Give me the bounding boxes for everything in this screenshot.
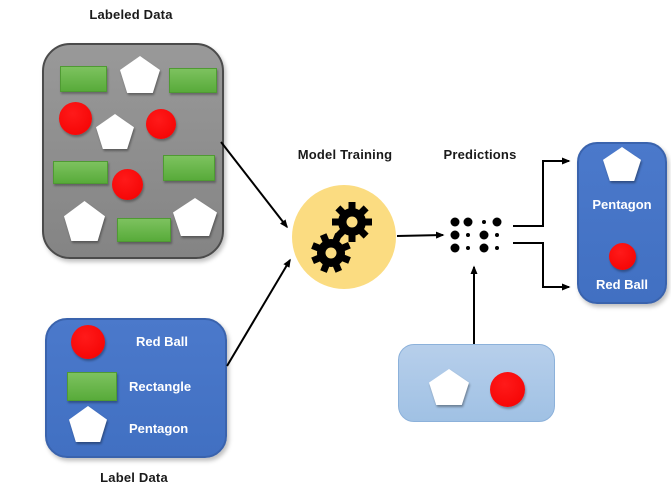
arrow-predictions-to-pentagon xyxy=(513,157,571,227)
pentagon-icon xyxy=(69,406,107,442)
prediction-input-box xyxy=(398,344,555,422)
green-rectangle-shape xyxy=(60,66,107,92)
red-ball-shape xyxy=(146,109,176,139)
green-rectangle-shape xyxy=(117,218,171,242)
pentagon-icon xyxy=(603,147,641,181)
green-rectangle-shape xyxy=(169,68,217,93)
red-ball-shape xyxy=(490,372,525,407)
legend-label-pentagon: Pentagon xyxy=(129,421,189,436)
predictions-title: Predictions xyxy=(443,147,517,162)
model-training-title: Model Training xyxy=(297,147,393,162)
pentagon-shape xyxy=(429,369,469,405)
red-ball-icon xyxy=(71,325,105,359)
green-rectangle-shape xyxy=(53,161,108,184)
labeled-data-box xyxy=(42,43,224,259)
output-label-pentagon: Pentagon xyxy=(592,197,652,212)
prediction-output-box: Pentagon Red Ball xyxy=(577,142,667,304)
green-rectangle-icon xyxy=(67,372,117,401)
red-ball-shape xyxy=(112,169,143,200)
pentagon-shape xyxy=(64,201,105,241)
green-rectangle-shape xyxy=(163,155,215,181)
label-data-caption: Label Data xyxy=(100,470,168,485)
red-ball-shape xyxy=(59,102,92,135)
prediction-dots-icon xyxy=(450,217,502,253)
model-training-circle xyxy=(292,185,396,289)
labeled-data-title: Labeled Data xyxy=(89,7,173,22)
red-ball-icon xyxy=(609,243,636,270)
arrow-training-to-predictions xyxy=(396,231,445,239)
legend-label-rectangle: Rectangle xyxy=(129,379,192,394)
pentagon-shape xyxy=(120,56,160,93)
gears-icon xyxy=(311,202,372,273)
pentagon-shape xyxy=(96,114,134,149)
legend-label-red-ball: Red Ball xyxy=(136,334,189,349)
arrow-label-data-to-training xyxy=(226,258,291,367)
pentagon-shape xyxy=(173,198,217,236)
label-data-box: Red Ball Rectangle Pentagon xyxy=(45,318,227,458)
output-label-red-ball: Red Ball xyxy=(595,277,648,292)
arrow-predictions-to-red-ball xyxy=(513,242,571,291)
